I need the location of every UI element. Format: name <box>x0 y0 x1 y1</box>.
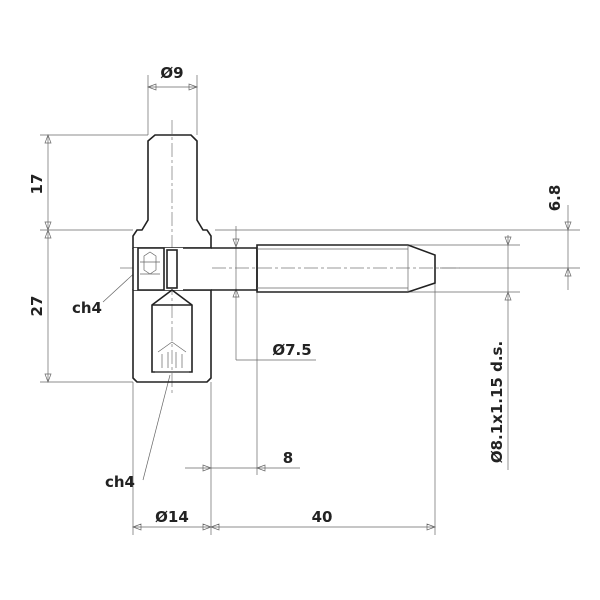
label-body-dia: Ø14 <box>155 508 189 526</box>
label-pin-len: 40 <box>312 508 333 526</box>
label-socket-upper: ch4 <box>72 299 102 317</box>
label-socket-lower: ch4 <box>105 473 135 491</box>
label-shoulder-len: 8 <box>283 449 293 467</box>
label-thread: Ø8.1x1.15 d.s. <box>488 341 506 463</box>
label-height-body: 27 <box>28 296 46 317</box>
hinge-body-section <box>132 134 212 383</box>
label-height-top: 17 <box>28 174 46 195</box>
dimension-lines <box>40 75 580 535</box>
threaded-pin <box>183 244 436 293</box>
label-pin-dia: Ø7.5 <box>272 341 311 359</box>
label-dia-top: Ø9 <box>160 64 183 82</box>
label-pin-offset: 6.8 <box>546 185 564 212</box>
